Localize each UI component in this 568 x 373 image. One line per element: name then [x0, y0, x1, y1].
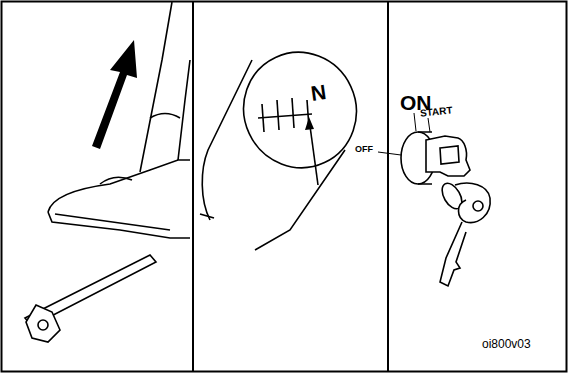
pointer-head	[305, 117, 314, 130]
shoe-sole	[48, 212, 190, 238]
switch-position: OFF	[355, 145, 373, 154]
knob-side	[202, 60, 252, 220]
trouser-line	[140, 2, 172, 172]
panel-divider	[387, 2, 389, 372]
spare-key-head	[455, 183, 490, 222]
shift-pattern	[277, 100, 279, 130]
gear-position: N	[310, 81, 328, 104]
shoe-upper	[48, 160, 190, 212]
switch-position: START	[420, 105, 453, 118]
shift-pattern	[292, 98, 294, 128]
pointer-arrow	[310, 126, 318, 185]
key-hole	[473, 201, 483, 211]
leader-line	[414, 113, 416, 131]
foot-pedal	[25, 2, 190, 342]
trouser-line	[178, 60, 190, 160]
knob-shaft	[200, 214, 214, 218]
gear-knob	[200, 34, 375, 250]
trouser-fold	[150, 114, 180, 119]
pedal-pivot	[26, 305, 60, 342]
panel-divider	[192, 2, 194, 372]
motion-arrow	[92, 40, 137, 149]
key-head	[426, 136, 470, 176]
spare-key-blade	[440, 222, 466, 286]
shift-pattern	[258, 114, 312, 118]
shoe-welt	[55, 214, 170, 230]
ignition-switch	[401, 132, 490, 286]
key-grip	[440, 146, 459, 164]
leader-line	[378, 152, 401, 155]
leader-line	[428, 118, 430, 132]
pivot-bolt	[38, 320, 48, 330]
shoe-lace	[100, 177, 132, 184]
shift-pattern	[262, 104, 264, 132]
figure-code: oi800v03	[482, 338, 531, 350]
knob-face	[225, 34, 376, 186]
